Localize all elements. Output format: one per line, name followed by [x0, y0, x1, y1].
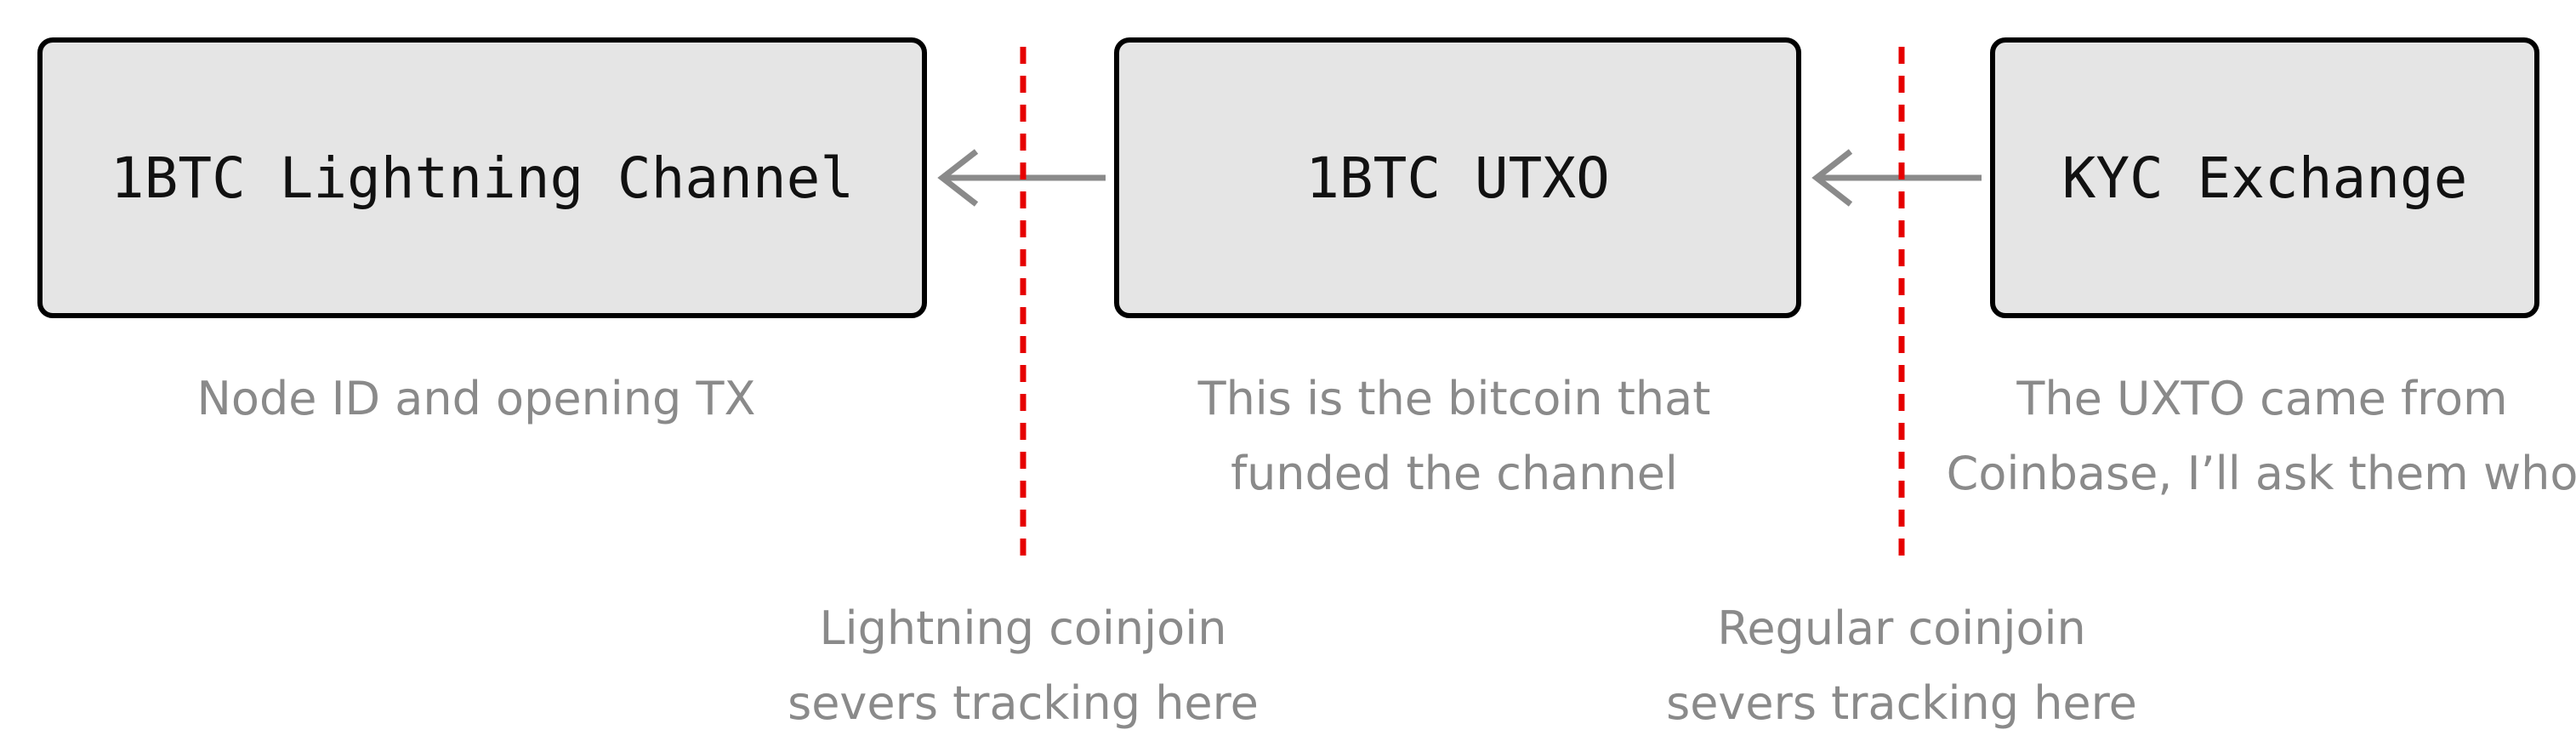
utxo-box: 1BTC UTXO [1114, 37, 1801, 318]
caption-line: funded the channel [1231, 447, 1678, 500]
kyc-exchange-label: KYC Exchange [2061, 145, 2468, 211]
caption-line: Coinbase, I’ll ask them who [1946, 447, 2576, 500]
lightning-channel-caption: Node ID and opening TX [85, 362, 867, 436]
caption-line: The UXTO came from [2016, 372, 2508, 425]
regular-cut-caption: Regular coinjoin severs tracking here [1561, 591, 2242, 741]
caption-line: Lightning coinjoin [819, 601, 1227, 655]
caption-line: severs tracking here [1666, 676, 2137, 730]
kyc-exchange-box: KYC Exchange [1990, 37, 2539, 318]
caption-line: This is the bitcoin that [1197, 372, 1711, 425]
utxo-label: 1BTC UTXO [1305, 145, 1610, 211]
kyc-exchange-caption: The UXTO came from Coinbase, I’ll ask th… [1922, 362, 2576, 511]
lightning-cut-caption: Lightning coinjoin severs tracking here [683, 591, 1363, 741]
lightning-channel-box: 1BTC Lightning Channel [37, 37, 927, 318]
caption-line: severs tracking here [788, 676, 1259, 730]
caption-line: Regular coinjoin [1717, 601, 2086, 655]
utxo-caption: This is the bitcoin that funded the chan… [1063, 362, 1845, 511]
lightning-channel-label: 1BTC Lightning Channel [110, 145, 855, 211]
caption-line: Node ID and opening TX [196, 372, 756, 425]
